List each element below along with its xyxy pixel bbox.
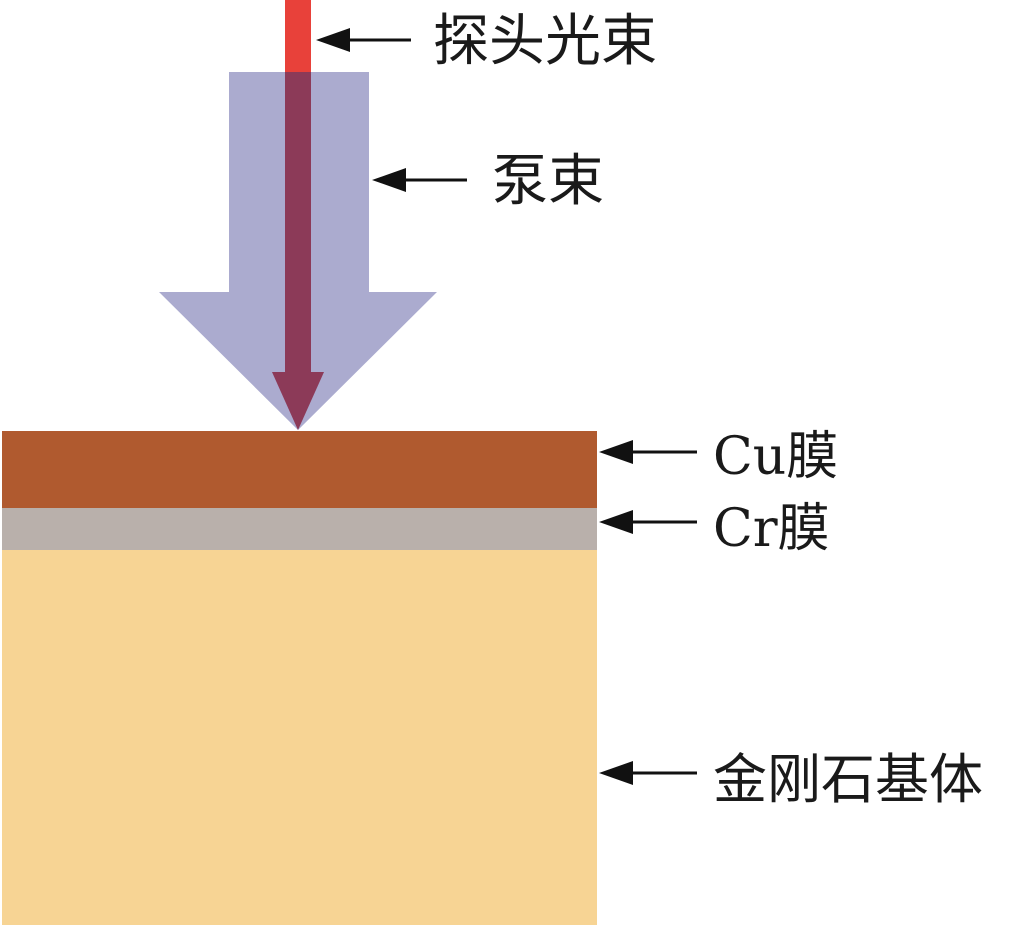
label-pointer-arrows — [316, 28, 697, 785]
probe-beam-overlap — [285, 72, 311, 372]
cu-film-layer — [2, 431, 597, 508]
cr-film-layer — [2, 507, 597, 550]
label-cu-film: Cu膜 — [713, 427, 838, 487]
pointer-pump-beam-icon — [372, 168, 467, 192]
label-diamond-substrate: 金刚石基体 — [713, 748, 983, 811]
probe-beam — [285, 0, 311, 72]
label-cr-film: Cr膜 — [713, 499, 830, 559]
probe-beam-arrowhead — [272, 372, 324, 430]
pointer-cr-film-icon — [599, 510, 697, 534]
label-probe-beam: 探头光束 — [433, 9, 657, 74]
pointer-cu-film-icon — [599, 440, 697, 464]
diamond-substrate-layer — [2, 549, 597, 925]
label-pump-beam: 泵束 — [492, 149, 604, 214]
pointer-probe-beam-icon — [316, 28, 411, 52]
pointer-diamond-substrate-icon — [599, 761, 697, 785]
